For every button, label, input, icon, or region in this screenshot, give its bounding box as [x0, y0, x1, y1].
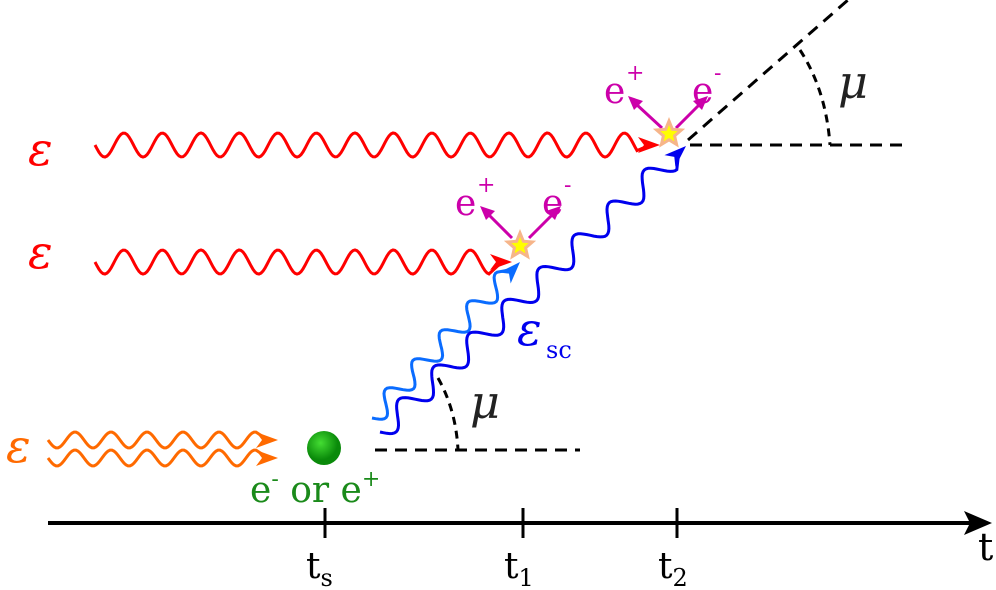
- photon-wave-mid-arrowhead: [490, 254, 512, 270]
- pair-arrows: [480, 96, 708, 240]
- scattered-photon-light: [371, 267, 514, 421]
- tick-t2: t2: [658, 546, 688, 590]
- epsilon-sc-subscript: sc: [546, 336, 572, 364]
- interaction-stars: [503, 117, 686, 260]
- photon-wave-mid: [93, 248, 504, 276]
- tick-ts: ts: [306, 546, 333, 590]
- epsilon-mid-label: ε: [28, 225, 53, 279]
- scattered-photon-light-arrowhead: [499, 262, 520, 284]
- mid-positron-label: e: [455, 183, 476, 224]
- time-axis-label: t: [978, 525, 993, 569]
- photon-wave-top-arrowhead: [638, 137, 660, 153]
- photon-wave-low-b: [46, 448, 269, 468]
- top-electron-label: e: [692, 71, 713, 112]
- mid-electron-sup: -: [564, 173, 571, 198]
- scattered-photon-dark: [379, 152, 681, 436]
- tick-t1: t1: [504, 546, 534, 590]
- axis-ticks: [323, 508, 679, 538]
- angle-arc-low: [436, 377, 460, 451]
- photon-waves: [46, 131, 686, 468]
- photon-wave-top: [93, 131, 651, 159]
- top-positron-sup: +: [626, 61, 644, 86]
- top-electron-sup: -: [714, 61, 721, 86]
- electron-ball: [307, 431, 341, 465]
- epsilon-sc-label: ε: [517, 302, 542, 356]
- interaction-star-icon: [652, 117, 686, 148]
- angle-arc-top: [798, 49, 832, 146]
- epsilon-low-label: ε: [6, 419, 31, 473]
- scattered-photon-dark-arrowhead: [664, 146, 686, 167]
- mu-low-label: μ: [470, 375, 500, 429]
- top-positron-label: e: [604, 71, 625, 112]
- interaction-star-icon: [503, 229, 537, 260]
- particle-label: e- or e+: [250, 467, 380, 511]
- photon-wave-low-a-arrowhead: [256, 432, 278, 448]
- time-axis-arrowhead: [964, 511, 992, 535]
- photon-wave-low-a: [46, 430, 269, 450]
- epsilon-top-label: ε: [28, 122, 53, 176]
- mu-top-label: μ: [838, 55, 868, 109]
- mid-positron-sup: +: [477, 173, 495, 198]
- scattered-direction-line: [687, 0, 849, 142]
- mid-electron-label: e: [542, 183, 563, 224]
- photon-wave-low-b-arrowhead: [256, 450, 278, 466]
